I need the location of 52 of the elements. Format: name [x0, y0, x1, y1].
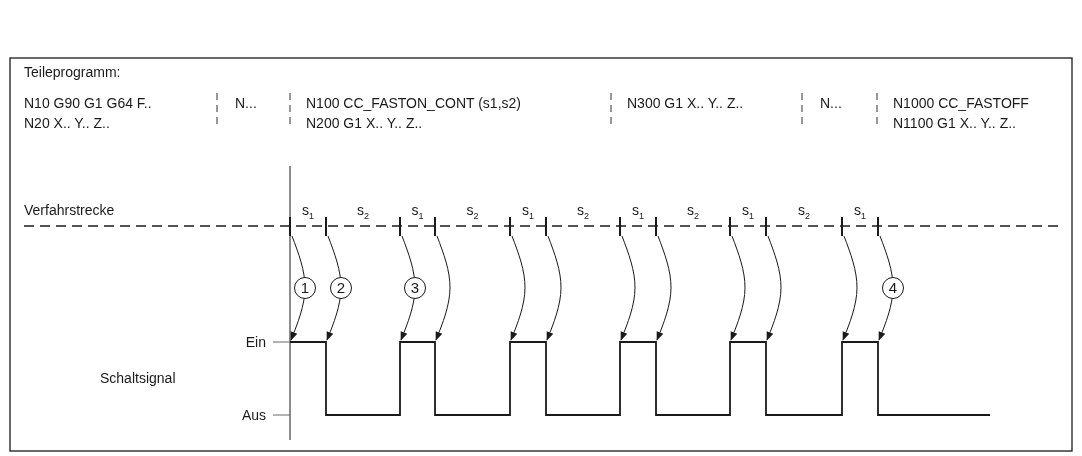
arrow [326, 235, 342, 341]
code-line: N10 G90 G1 G64 F.. [24, 94, 152, 112]
arrow [842, 235, 858, 341]
code-line: N... [235, 94, 257, 112]
code-line: N300 G1 X.. Y.. Z.. [627, 94, 744, 112]
distance-label: s$_{2}$ [466, 202, 479, 222]
tick-mark [841, 217, 843, 236]
code-line: N... [820, 94, 842, 112]
tick-mark [325, 217, 327, 236]
distance-label: s$_{2}$ [577, 202, 589, 222]
arrow [656, 235, 672, 341]
tick-mark [729, 217, 731, 236]
tick-mark [765, 217, 767, 236]
code-line: N100 CC_FASTON_CONT (s1,s2) [306, 94, 521, 112]
heading: Teileprogramm: [24, 63, 121, 81]
arrow [878, 235, 894, 341]
distance-label: s$_{2}$ [687, 202, 699, 222]
arrow [546, 235, 562, 341]
level-label: Aus [241, 406, 266, 424]
code-line: N200 G1 X.. Y.. Z.. [306, 114, 423, 132]
tick-mark [399, 217, 401, 236]
code-line: N1000 CC_FASTOFF [893, 94, 1029, 112]
distance-label: s$_{1}$ [742, 202, 754, 222]
arrow [620, 235, 636, 341]
tick-mark [509, 217, 511, 236]
tick-mark [434, 217, 436, 236]
arrow [510, 235, 526, 341]
tick-mark [545, 217, 547, 236]
distance-label: s$_{2}$ [357, 202, 369, 222]
code-line: N1100 G1 X.. Y.. Z.. [893, 114, 1016, 132]
axis-label: Verfahrstrecke [24, 201, 115, 219]
callout-number: 3 [404, 277, 426, 299]
tick-mark [619, 217, 621, 236]
distance-label: s$_{2}$ [798, 202, 810, 222]
axis-label: Schaltsignal [100, 369, 176, 387]
distance-label: s$_{1}$ [632, 202, 644, 222]
arrow [435, 235, 451, 341]
code-line: N20 X.. Y.. Z.. [24, 114, 110, 132]
callout-number: 2 [330, 277, 352, 299]
tick-mark [877, 217, 879, 236]
callout-number: 1 [294, 277, 316, 299]
distance-label: s$_{1}$ [522, 202, 534, 222]
arrow [400, 235, 416, 341]
distance-label: s$_{1}$ [302, 202, 314, 222]
tick-mark [289, 217, 291, 236]
arrow [766, 235, 782, 341]
tick-mark [655, 217, 657, 236]
distance-label: s$_{1}$ [411, 202, 424, 222]
distance-label: s$_{1}$ [854, 202, 866, 222]
callout-number: 4 [882, 277, 904, 299]
arrow [730, 235, 746, 341]
level-label: Ein [245, 333, 266, 351]
